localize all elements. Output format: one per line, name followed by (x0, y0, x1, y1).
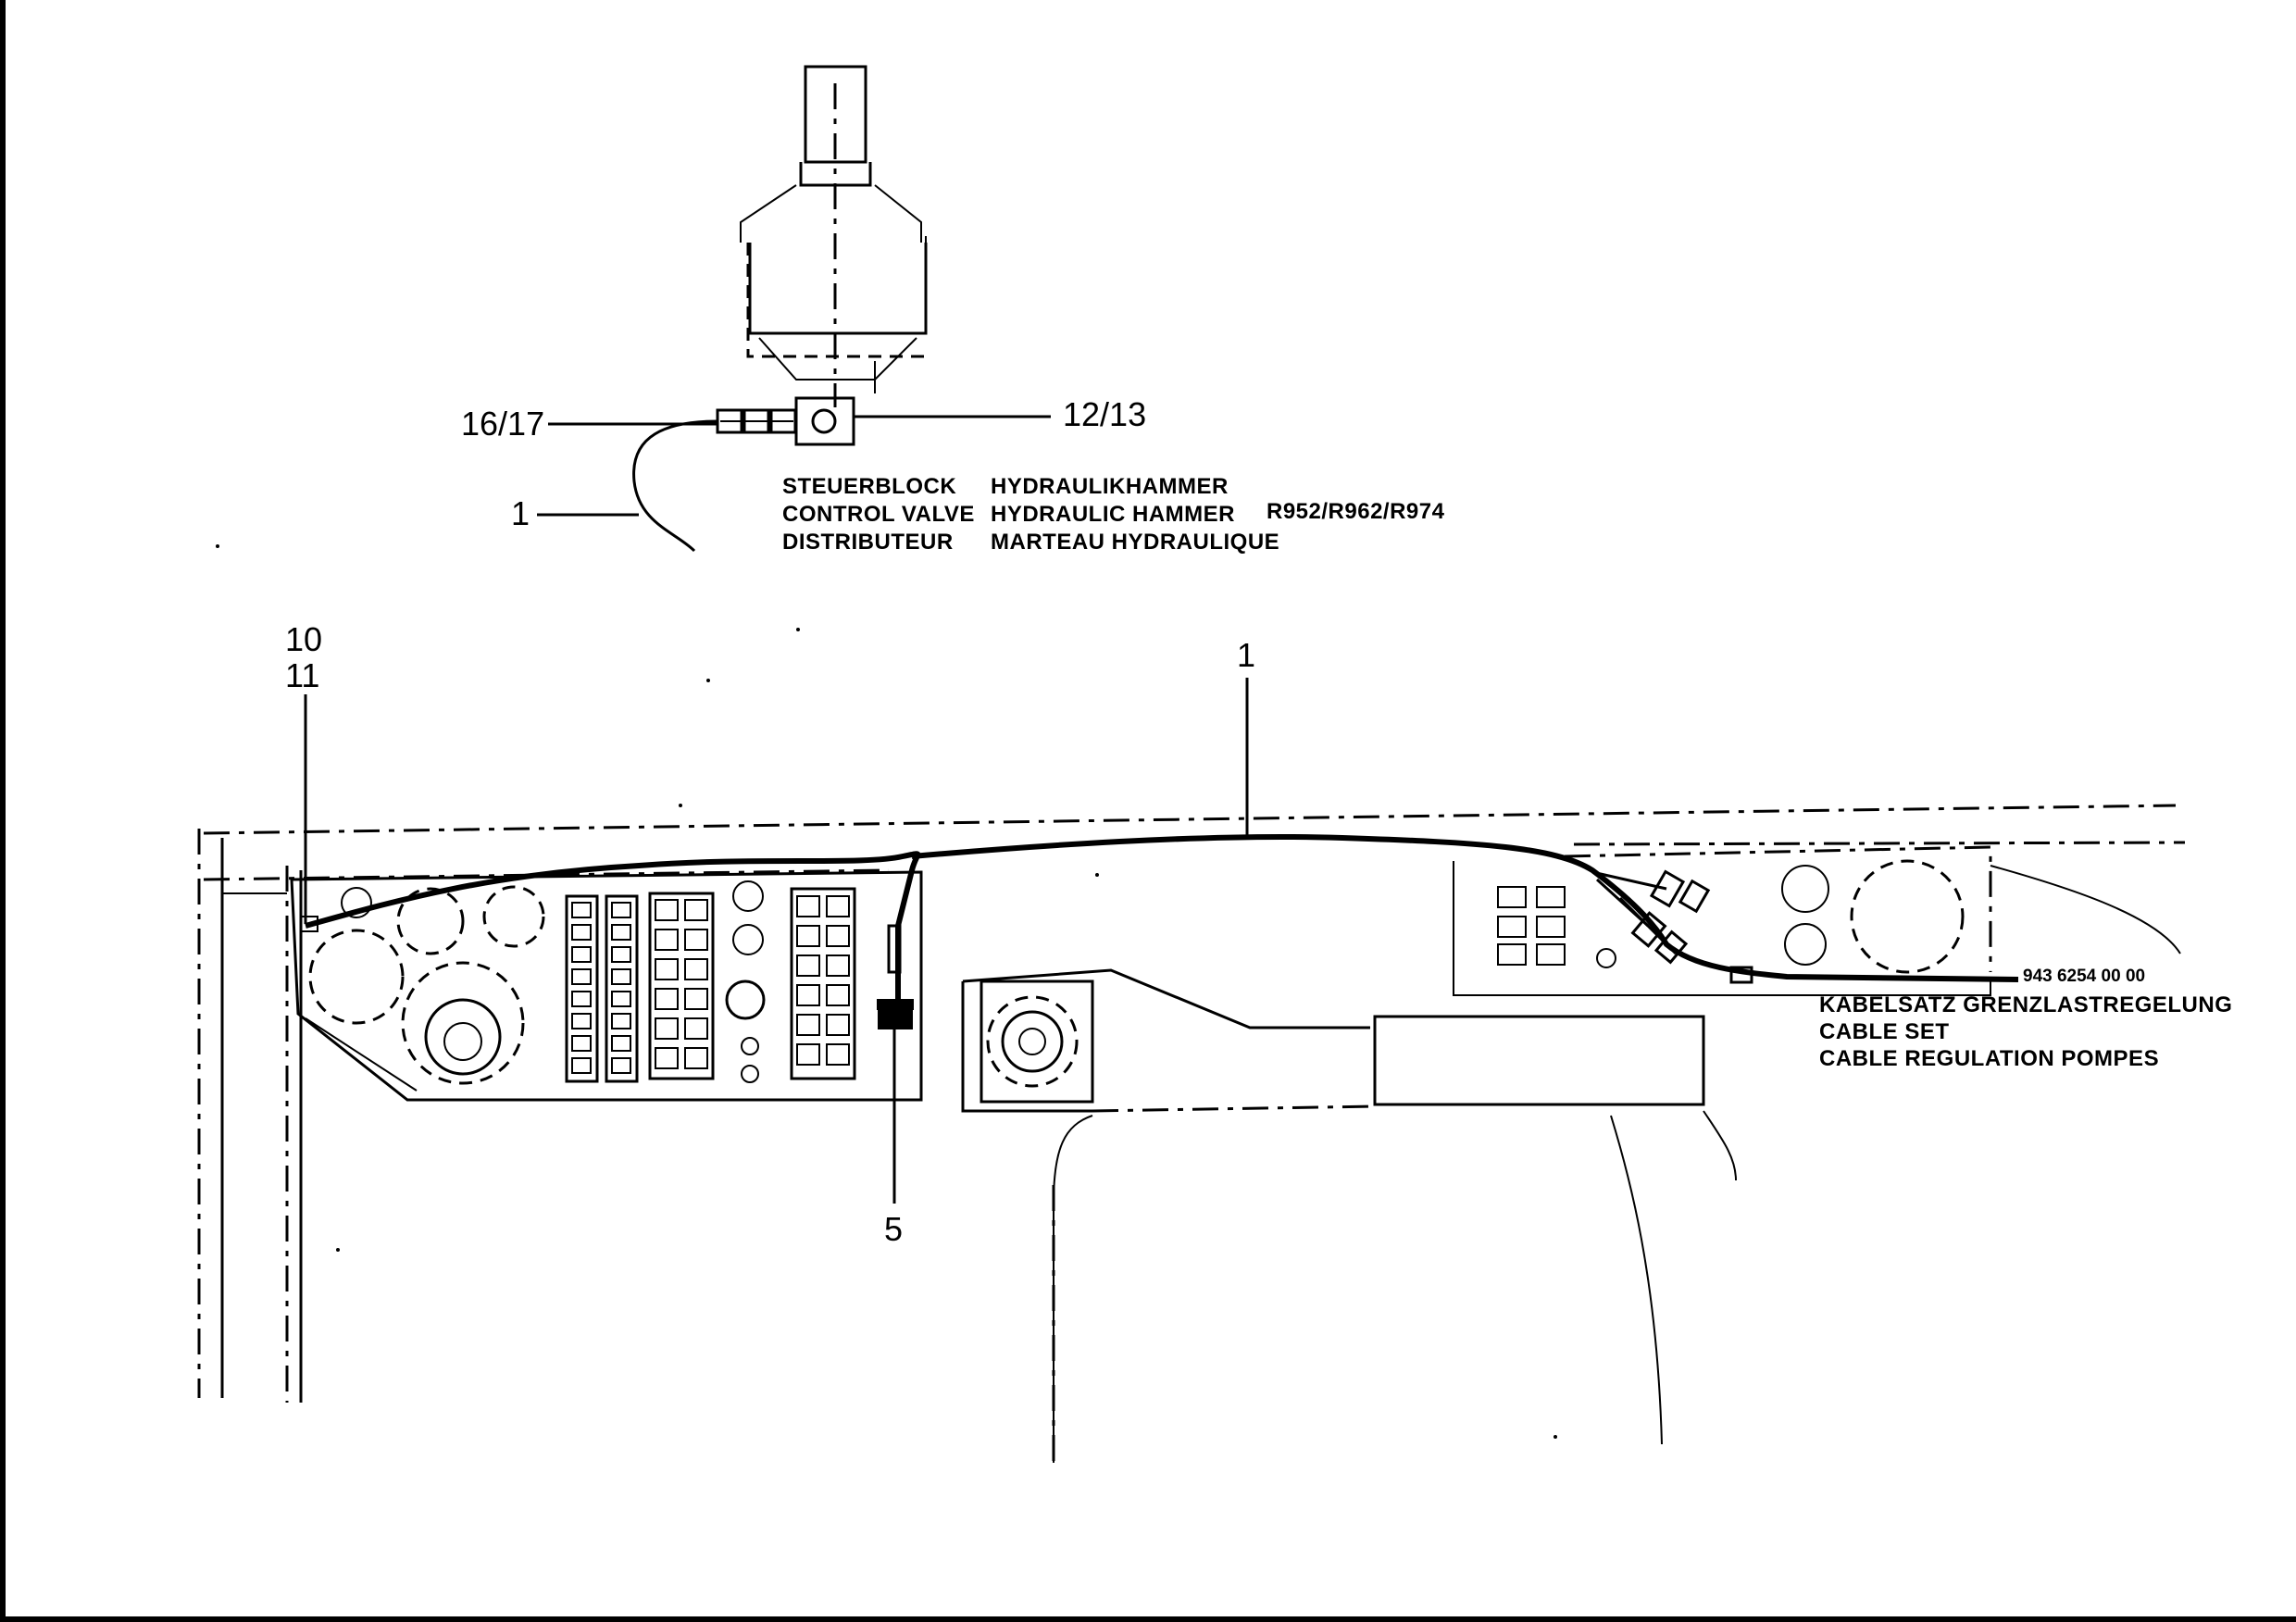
switch-cell (684, 1017, 708, 1040)
instrument-panel (290, 870, 923, 1102)
switch-cell (571, 968, 592, 985)
switch-cell (826, 954, 850, 977)
callout-16-17: 16/17 (461, 405, 544, 443)
control-valve-drawing (632, 65, 928, 553)
switch-cell (796, 1043, 820, 1066)
callout-10: 10 (285, 620, 322, 658)
caption-marteau-hydraulique: MARTEAU HYDRAULIQUE (991, 530, 1279, 555)
switch-cell (826, 895, 850, 917)
switch-cell (655, 988, 679, 1010)
cable-set-line-de: KABELSATZ GRENZLASTREGELUNG (1819, 992, 2232, 1017)
switch-cell (655, 1017, 679, 1040)
callout-12-13: 12/13 (1063, 395, 1146, 433)
switch-cell (796, 954, 820, 977)
control-valve-caption: STEUERBLOCK CONTROL VALVE DISTRIBUTEUR H… (782, 474, 1445, 555)
scan-specks (216, 544, 1557, 1439)
switch-cell (571, 902, 592, 918)
callout-1-top: 1 (511, 494, 530, 532)
switch-cell (684, 958, 708, 980)
cable-set-part-number: 943 6254 00 00 (2023, 967, 2145, 986)
switch-cell (611, 968, 631, 985)
switch-cell (826, 925, 850, 947)
caption-steuerblock: STEUERBLOCK (782, 474, 956, 499)
switch-cell (611, 1035, 631, 1052)
cab-frame (197, 804, 2186, 1403)
switch-cell (571, 924, 592, 941)
seat-housing (961, 968, 1737, 1467)
switch-cell (684, 1047, 708, 1069)
cable-set-label: 943 6254 00 00 KABELSATZ GRENZLASTREGELU… (1819, 967, 2232, 1071)
switch-cell (571, 991, 592, 1007)
cable-harness (305, 834, 2019, 1029)
switch-cell (611, 1013, 631, 1029)
switch-cell (655, 899, 679, 921)
switch-cell (655, 958, 679, 980)
callout-11: 11 (285, 656, 319, 694)
callout-5: 5 (884, 1210, 903, 1248)
bottom-leaders (304, 678, 1249, 1204)
top-leaders (537, 415, 1051, 517)
switch-cells (571, 895, 850, 1074)
caption-hydraulikhammer: HYDRAULIKHAMMER (991, 474, 1229, 499)
right-console (1453, 845, 2181, 996)
switch-cell (611, 946, 631, 963)
switch-cell (571, 1057, 592, 1074)
caption-distributeur: DISTRIBUTEUR (782, 530, 954, 555)
switch-cell (684, 899, 708, 921)
switch-cell (611, 902, 631, 918)
switch-cell (796, 895, 820, 917)
switch-cell (611, 1057, 631, 1074)
switch-cell (571, 946, 592, 963)
switch-cell (655, 1047, 679, 1069)
callout-1-main: 1 (1237, 636, 1255, 674)
switch-cell (796, 984, 820, 1006)
switch-cell (611, 991, 631, 1007)
switch-cell (571, 1035, 592, 1052)
switch-cell (826, 1043, 850, 1066)
switch-cell (611, 924, 631, 941)
switch-cell (796, 925, 820, 947)
caption-models: R952/R962/R974 (1267, 499, 1445, 524)
caption-control-valve: CONTROL VALVE (782, 502, 975, 527)
switch-cell (684, 988, 708, 1010)
switch-cell (796, 1014, 820, 1036)
switch-cell (826, 1014, 850, 1036)
caption-hydraulic-hammer: HYDRAULIC HAMMER (991, 502, 1235, 527)
cable-set-line-fr: CABLE REGULATION POMPES (1819, 1046, 2159, 1071)
switch-cell (571, 1013, 592, 1029)
cable-set-line-en: CABLE SET (1819, 1019, 1950, 1044)
switch-cell (826, 984, 850, 1006)
switch-cell (684, 929, 708, 951)
switch-cell (655, 929, 679, 951)
